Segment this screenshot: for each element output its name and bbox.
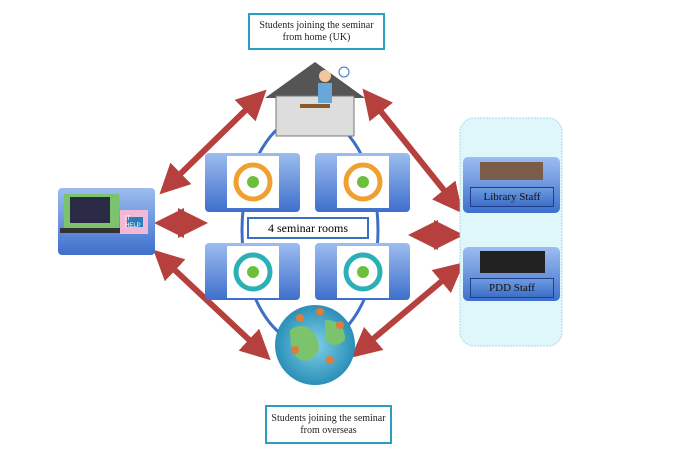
pdd-image — [480, 251, 545, 273]
pdd-staff-label: PDD Staff — [470, 278, 554, 298]
house-icon — [265, 62, 365, 137]
it-help-laptop — [58, 188, 155, 255]
seminar-rooms-label: 4 seminar rooms — [247, 217, 369, 239]
it-help-text: IT HELP — [125, 216, 141, 229]
arrow-home-staff — [362, 88, 463, 214]
arrow-laptop-overseas — [153, 249, 271, 361]
staff-panel — [459, 117, 563, 347]
library-staff-label: Library Staff — [470, 187, 554, 207]
library-image — [480, 162, 543, 180]
arrow-laptop-home — [159, 89, 267, 195]
overseas-students-label: Students joining the seminar from overse… — [265, 405, 392, 444]
home-students-label: Students joining the seminar from home (… — [248, 13, 385, 50]
globe-icon — [275, 305, 355, 385]
arrow-overseas-staff — [350, 262, 465, 358]
seminar-room-tiles — [205, 153, 410, 300]
